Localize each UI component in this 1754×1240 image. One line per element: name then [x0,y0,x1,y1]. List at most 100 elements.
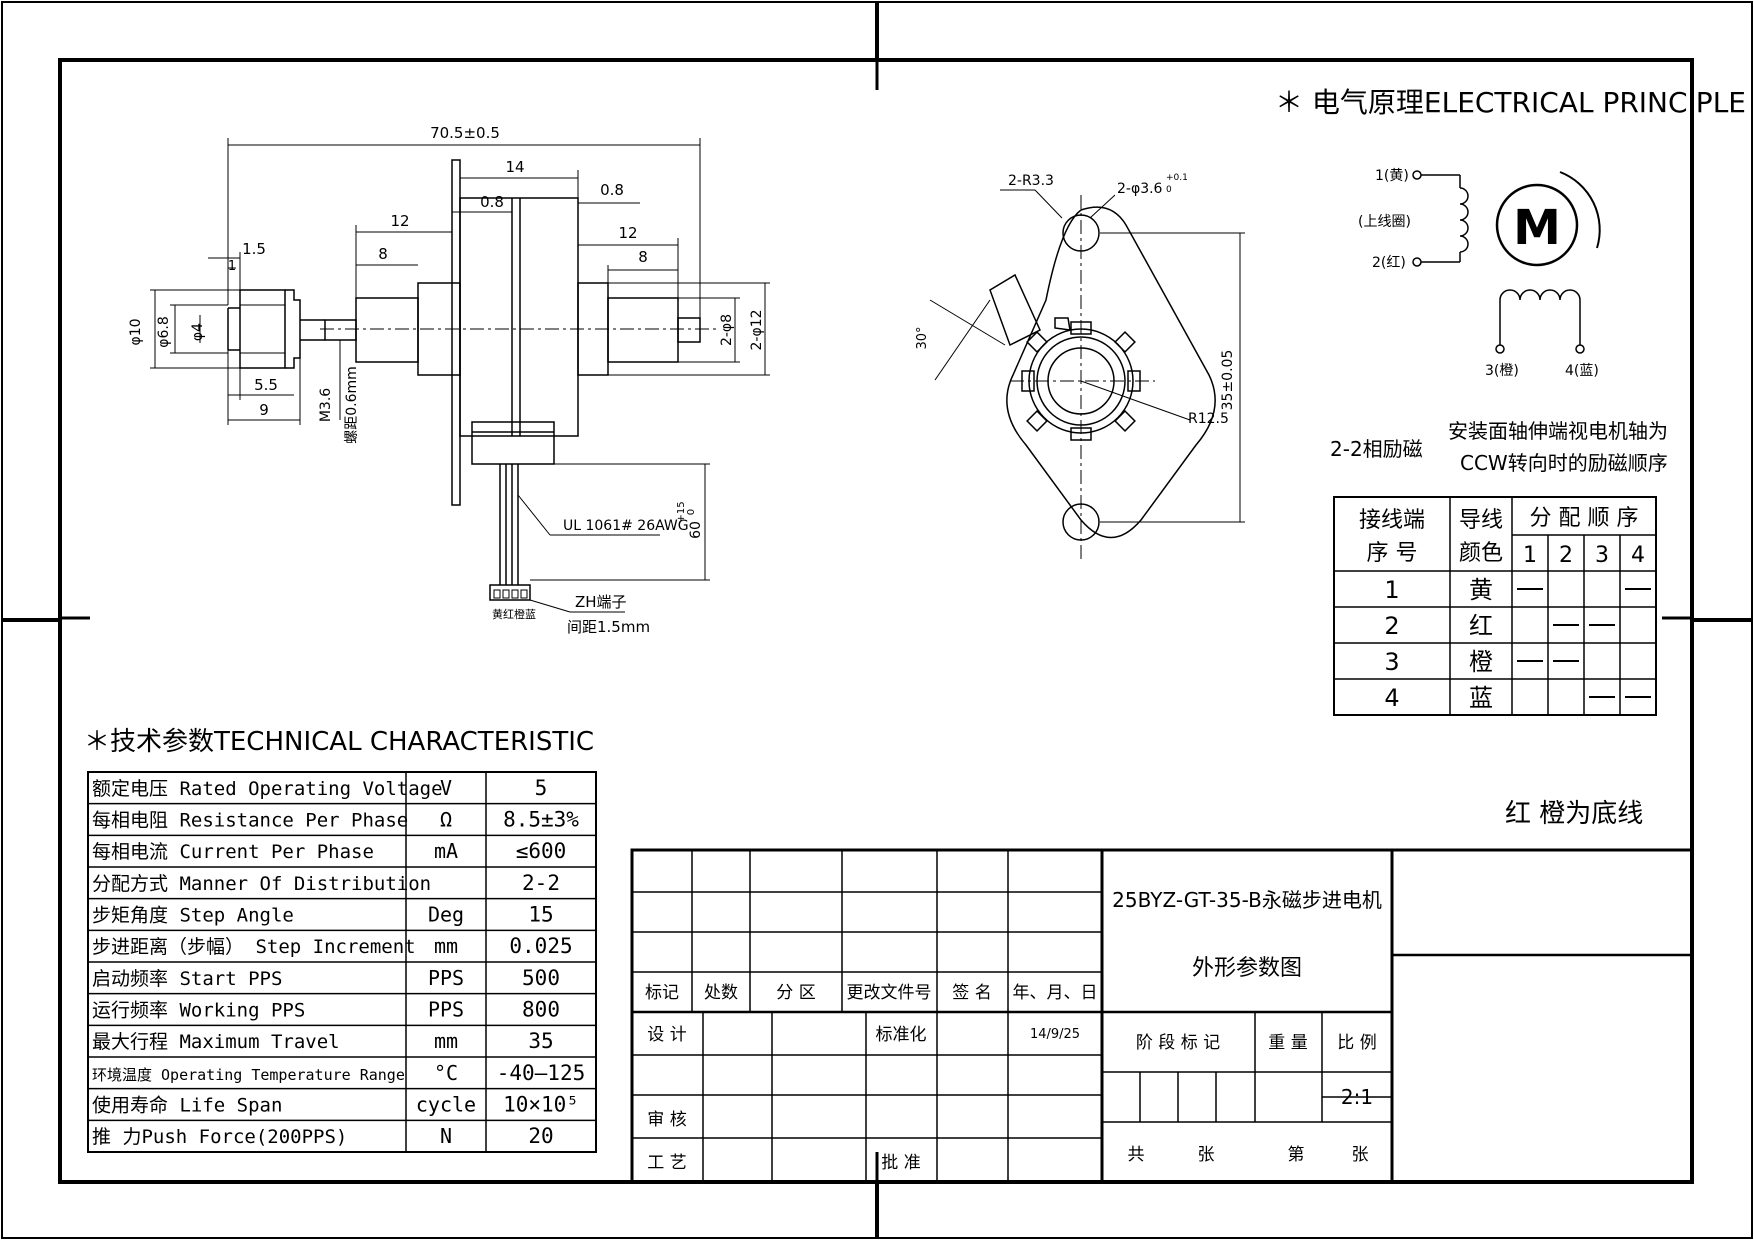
header-terminal-2: 序 号 [1367,541,1418,566]
header-signature: 签 名 [952,983,991,1003]
terminal-3: 3 [1384,648,1399,676]
dim-phi6-8: φ6.8 [156,316,172,348]
motor-front-view [989,195,1216,560]
label-process: 工 艺 [647,1153,686,1173]
tech-table-row-lines [88,802,596,1122]
tech-row-unit: PPS [428,997,464,1021]
dim-8-b: 8 [638,248,648,266]
tech-row-value: 8.5±3% [503,807,579,831]
tech-title: ＊技术参数TECHNICAL CHARACTERISTIC [84,727,594,757]
color-1: 黄 [1469,576,1493,604]
label-standardization: 标准化 [876,1025,927,1045]
dim-overall-length: 70.5±0.5 [430,124,500,142]
tech-row-name: 每相电流 Current Per Phase [92,841,374,863]
tech-row-value: 2-2 [522,871,560,895]
label-sheets: 张 [1198,1145,1215,1165]
wire-4-label: 4(蓝) [1565,363,1599,379]
drawing-name: 外形参数图 [1192,956,1302,981]
tech-row-value: ≤600 [516,839,567,863]
header-zone: 分 区 [776,983,815,1003]
tech-row-name: 分配方式 Manner Of Distribution [92,873,431,895]
tech-row-value: -40—125 [497,1061,586,1085]
header-date: 年、月、日 [1013,983,1098,1003]
dim-1: 1 [228,259,236,274]
dim-0-8-b: 0.8 [600,181,624,199]
excitation-note-2: CCW转向时的励磁顺序 [1460,451,1668,475]
tech-row-name: 使用寿命 Life Span [92,1094,282,1116]
excitation-note-1: 安装面轴伸端视电机轴为 [1448,419,1668,443]
side-view-dimensions [150,138,770,613]
tech-row-unit: Deg [428,902,464,926]
sequence-table-text: 接线端 序 号 导线 颜色 分 配 顺 序 1 2 3 4 1 黄 2 红 3 … [1359,506,1645,712]
tech-row-name: 额定电压 Rated Operating Voltage [92,778,443,800]
wire-spec: UL 1061# 26AWG [563,518,689,534]
label-approve: 批 准 [881,1153,920,1173]
excitation-sequence-table [1333,496,1657,716]
tech-row-name: 推 力Push Force(200PPS) [92,1126,347,1148]
header-change-doc: 更改文件号 [847,983,932,1003]
tech-row-name: 运行频率 Working PPS [92,999,305,1021]
tech-row-unit: V [440,776,452,800]
tech-row-name: 每相电阻 Resistance Per Phase [92,809,408,831]
label-review: 审 核 [647,1110,686,1130]
tech-row-unit: mm [434,1029,458,1053]
dim-phi4: φ4 [190,323,206,341]
front-view-dim-text: 2-R3.3 2-φ3.6 +0.1 0 30° R12.5 35±0.05 [915,173,1236,427]
coil-label: (上线圈) [1358,214,1411,230]
wire-colors: 黄红橙蓝 [492,607,536,621]
tech-row-name: 启动频率 Start PPS [92,968,282,990]
title-block-grid [630,848,1694,1184]
wire-3-label: 3(橙) [1485,363,1519,379]
dim-9: 9 [259,401,269,419]
terminal-1: 1 [1384,576,1399,604]
side-view-dim-text: 70.5±0.5 14 0.8 0.8 12 8 12 8 1.5 1 5.5 … [128,124,765,636]
tech-row-value: 5 [535,776,548,800]
date-value: 14/9/25 [1030,1027,1080,1042]
dim-phi3-6-tol-plus: +0.1 [1166,173,1188,183]
dim-0-8-a: 0.8 [480,193,504,211]
excitation-label: 2-2相励磁 [1330,437,1423,461]
electrical-title: ＊ 电气原理ELECTRICAL PRINCIPLE [1275,86,1746,119]
front-view-dimensions [929,189,1245,523]
dim-12-a: 12 [390,212,409,230]
dim-2-phi8: 2-φ8 [719,314,735,346]
tech-row-name: 步矩角度 Step Angle [92,904,294,926]
motor-side-view [227,159,720,601]
step-2: 2 [1559,543,1573,568]
color-4: 蓝 [1469,684,1493,712]
dim-2-r3-3: 2-R3.3 [1008,173,1054,189]
label-total: 共 [1128,1145,1145,1165]
label-weight: 重 量 [1268,1033,1307,1053]
dim-lead-tol-plus: +15 [676,501,687,522]
wire-2-label: 2(红) [1372,255,1406,271]
label-scale: 比 例 [1337,1033,1376,1053]
tech-row-name: 最大行程 Maximum Travel [92,1031,340,1053]
tech-row-value: 800 [522,997,560,1021]
tech-row-unit: Ω [440,807,452,831]
label-design: 设 计 [647,1025,686,1045]
tech-row-name: 步进距离（步幅） Step Increment [92,936,416,958]
scale-value: 2:1 [1341,1085,1373,1109]
tech-row-value: 10×10⁵ [503,1092,579,1116]
tech-row-value: 15 [528,902,553,926]
connector-pitch: 间距1.5mm [567,618,650,636]
electrical-labels: 1(黄) (上线圈) 2(红) M 3(橙) 4(蓝) 2-2相励磁 安装面轴伸… [1330,167,1668,475]
dim-5-5: 5.5 [254,376,278,394]
tech-row-unit: °C [434,1061,458,1085]
header-terminal-1: 接线端 [1359,508,1425,533]
tech-row-unit: N [440,1124,452,1148]
step-3: 3 [1595,543,1609,568]
label-stage-mark: 阶 段 标 记 [1136,1033,1220,1053]
tech-row-unit: mm [434,934,458,958]
motor-symbol: M [1513,200,1561,256]
dim-14: 14 [505,158,524,176]
step-1: 1 [1523,543,1537,568]
color-3: 橙 [1469,648,1493,676]
wire-1-label: 1(黄) [1375,167,1409,184]
tech-row-unit: cycle [416,1092,476,1116]
tech-row-unit: PPS [428,966,464,990]
dim-r12-5: R12.5 [1188,411,1229,427]
label-sheets-2: 张 [1352,1145,1369,1165]
common-wire-note: 红 橙为底线 [1505,799,1643,829]
